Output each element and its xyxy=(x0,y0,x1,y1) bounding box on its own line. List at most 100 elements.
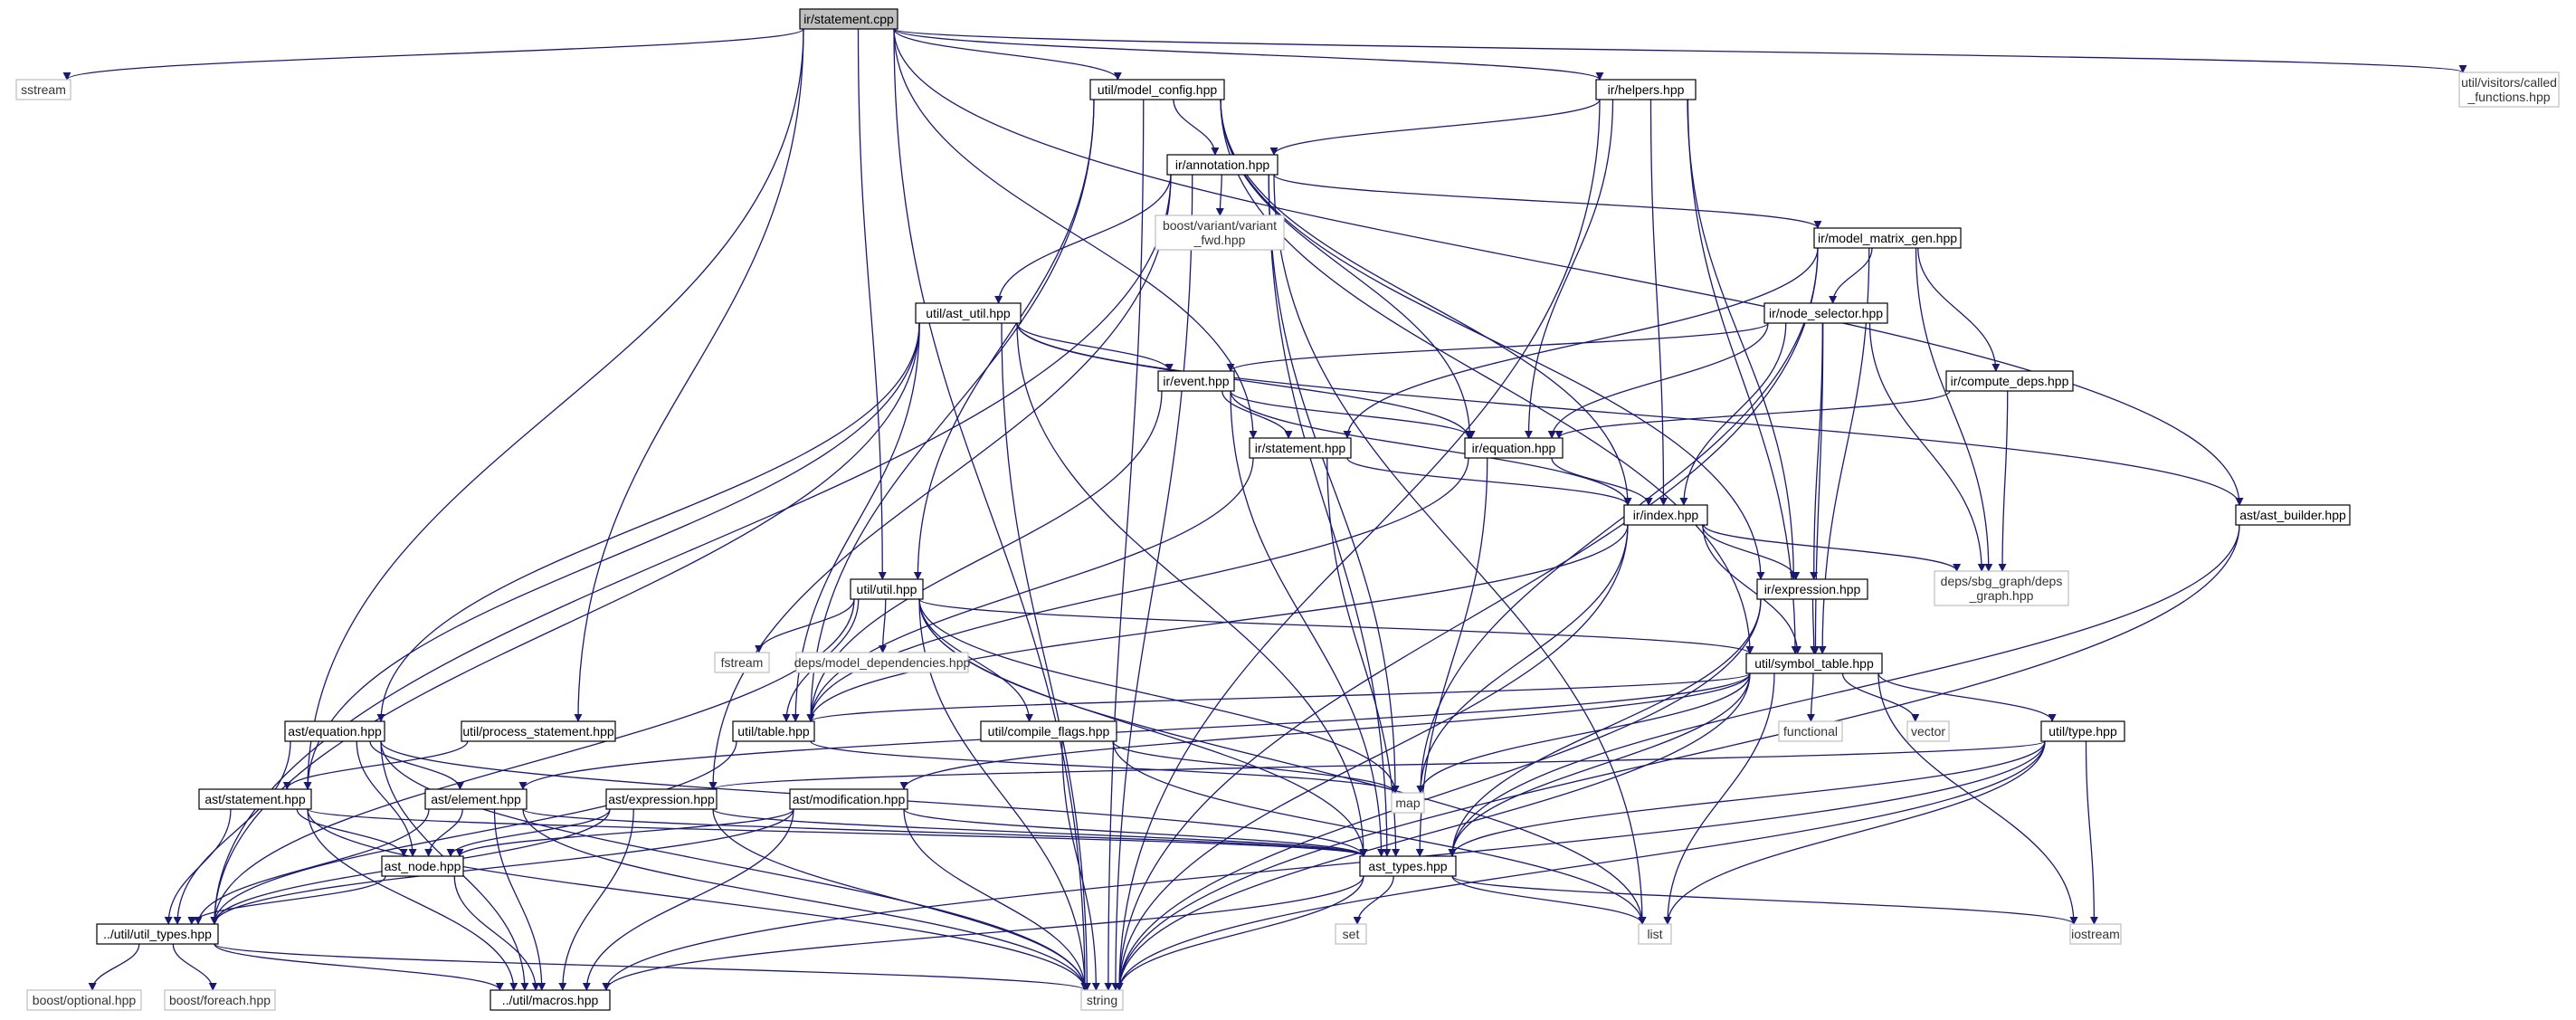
edge-util_util-to-util_types xyxy=(210,598,855,925)
node-box-sstream xyxy=(15,79,71,100)
edge-util_types-to-macros xyxy=(214,943,504,991)
edge-compute_deps-to-deps_graph xyxy=(1998,390,2009,572)
node-label-ir_index: ir/index.hpp xyxy=(1633,508,1699,522)
node-ast_builder[interactable]: ast/ast_builder.hpp xyxy=(2235,504,2351,526)
edge-helpers-to-ir_index xyxy=(1649,99,1668,506)
edge-ast_modification-to-ast_types xyxy=(903,808,1368,857)
edge-ast_equation-to-string xyxy=(380,740,1089,991)
edge-ast_util-to-ast_statement xyxy=(303,322,920,790)
node-model_config[interactable]: util/model_config.hpp xyxy=(1089,79,1225,100)
edge-ast_builder-to-string xyxy=(1115,524,2240,991)
node-variant_fwd: boost/variant/variant_fwd.hpp xyxy=(1155,214,1285,251)
edge-expression-to-string xyxy=(1115,598,1762,991)
edge-node_selector-to-expression xyxy=(1810,322,1823,580)
node-box-ir_index xyxy=(1623,504,1708,526)
node-ir_index[interactable]: ir/index.hpp xyxy=(1623,504,1708,526)
node-box-symbol_table xyxy=(1745,653,1883,674)
node-label-ast_element: ast/element.hpp xyxy=(431,792,521,806)
nodes-layer: ir/statement.cpp sstream util/model_config… xyxy=(15,8,2560,1011)
node-ast_util[interactable]: util/ast_util.hpp xyxy=(915,302,1022,324)
edge-helpers-to-equation xyxy=(1524,99,1614,439)
node-box-statement_cpp xyxy=(799,8,898,30)
edge-ast_util-to-ast_types xyxy=(1016,322,1368,857)
node-label-symbol_table: util/symbol_table.hpp xyxy=(1754,656,1874,671)
node-label-helpers: ir/helpers.hpp xyxy=(1608,82,1685,97)
edge-ast_util-to-util_types xyxy=(210,322,920,925)
edge-ast_element-to-ast_node xyxy=(424,808,463,857)
edge-ast_element-to-util_types xyxy=(194,808,430,925)
edge-ast_node-to-util_types xyxy=(187,875,386,925)
node-box-boost_foreach xyxy=(164,989,276,1011)
node-label-compile_flags: util/compile_flags.hpp xyxy=(988,724,1110,739)
edge-ast_statement-to-string xyxy=(307,808,1089,991)
edge-ast_equation-to-ast_node xyxy=(356,740,417,857)
node-boost_optional: boost/optional.hpp xyxy=(26,989,142,1011)
edge-statement_cpp-to-ast_builder xyxy=(893,28,2244,506)
node-box-model_dependencies xyxy=(795,652,969,673)
edge-util_type-to-ast_types xyxy=(1448,740,2046,857)
node-box-map xyxy=(1391,792,1425,814)
node-node_selector[interactable]: ir/node_selector.hpp xyxy=(1763,302,1888,324)
node-list: list xyxy=(1638,923,1672,945)
edge-annotation-to-util_types xyxy=(210,174,1172,925)
edge-ast_modification-to-string xyxy=(903,808,1089,991)
node-expression[interactable]: ir/expression.hpp xyxy=(1756,578,1868,600)
node-ast_expression[interactable]: ast/expression.hpp xyxy=(605,788,718,810)
node-box-set xyxy=(1335,923,1367,945)
node-label-deps_graph: _graph.hpp xyxy=(1969,588,2034,603)
node-util_util[interactable]: util/util.hpp xyxy=(850,578,924,600)
node-symbol_table[interactable]: util/symbol_table.hpp xyxy=(1745,653,1883,674)
node-event[interactable]: ir/event.hpp xyxy=(1157,370,1235,392)
node-util_type[interactable]: util/type.hpp xyxy=(2040,720,2125,742)
node-ast_node[interactable]: ast_node.hpp xyxy=(381,855,464,877)
edge-ast_node-to-macros xyxy=(453,875,540,991)
edge-model_config-to-symbol_table xyxy=(1220,99,1754,654)
node-label-statement_cpp: ir/statement.cpp xyxy=(803,12,894,26)
edge-ast_statement-to-ast_node xyxy=(296,808,408,857)
node-helpers[interactable]: ir/helpers.hpp xyxy=(1595,79,1697,100)
node-util_table[interactable]: util/table.hpp xyxy=(732,720,815,742)
edge-util_table-to-util_types xyxy=(210,740,737,925)
node-box-expression xyxy=(1756,578,1868,600)
edge-expression-to-ast_types xyxy=(1448,598,1762,857)
node-iostream: iostream xyxy=(2069,923,2122,945)
node-process_statement[interactable]: util/process_statement.hpp xyxy=(461,720,616,742)
node-ast_modification[interactable]: ast/modification.hpp xyxy=(789,788,908,810)
node-vector: vector xyxy=(1906,720,1950,742)
edge-ast_element-to-macros xyxy=(493,808,547,991)
node-ast_statement[interactable]: ast/statement.hpp xyxy=(198,788,312,810)
node-box-util_types xyxy=(96,923,219,945)
node-box-ir_statement xyxy=(1249,437,1352,459)
edge-compile_flags-to-string xyxy=(1061,740,1100,991)
node-label-ast_builder: ast/ast_builder.hpp xyxy=(2239,508,2346,522)
node-compile_flags[interactable]: util/compile_flags.hpp xyxy=(980,720,1117,742)
node-box-process_statement xyxy=(461,720,616,742)
edge-model_matrix_gen-to-deps_graph xyxy=(1915,247,1993,572)
node-box-ast_modification xyxy=(789,788,908,810)
node-equation[interactable]: ir/equation.hpp xyxy=(1464,437,1564,459)
node-util_types[interactable]: ../util/util_types.hpp xyxy=(96,923,219,945)
edge-ir_index-to-deps_graph xyxy=(1703,524,1962,572)
node-annotation[interactable]: ir/annotation.hpp xyxy=(1166,154,1278,176)
node-compute_deps[interactable]: ir/compute_deps.hpp xyxy=(1945,370,2074,392)
node-ir_statement[interactable]: ir/statement.hpp xyxy=(1249,437,1352,459)
node-label-called_functions: _functions.hpp xyxy=(2467,90,2550,104)
node-statement_cpp[interactable]: ir/statement.cpp xyxy=(799,8,898,30)
edge-util_table-to-map xyxy=(810,740,1400,794)
node-macros[interactable]: ../util/macros.hpp xyxy=(490,989,611,1011)
node-label-sstream: sstream xyxy=(21,82,66,97)
node-label-util_type: util/type.hpp xyxy=(2048,724,2117,739)
edge-ir_index-to-expression xyxy=(1701,524,1801,580)
node-ast_types[interactable]: ast_types.hpp xyxy=(1359,855,1457,877)
node-ast_equation[interactable]: ast/equation.hpp xyxy=(284,720,385,742)
node-ast_element[interactable]: ast/element.hpp xyxy=(424,788,528,810)
node-label-iostream: iostream xyxy=(2071,927,2120,941)
edge-util_types-to-string xyxy=(214,943,1089,991)
node-box-vector xyxy=(1906,720,1950,742)
node-sstream: sstream xyxy=(15,79,71,100)
edge-ast_equation-to-ast_element xyxy=(369,740,464,790)
node-label-util_types: ../util/util_types.hpp xyxy=(103,927,212,941)
edge-model_config-to-expression xyxy=(1220,99,1765,580)
node-model_matrix_gen[interactable]: ir/model_matrix_gen.hpp xyxy=(1813,227,1962,249)
